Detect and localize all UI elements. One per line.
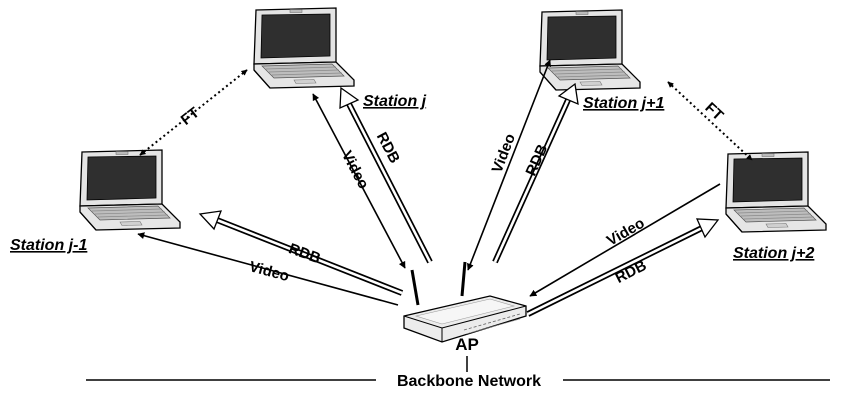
backbone-network-label: Backbone Network [397,373,541,390]
laptop-station-j-icon [253,7,355,89]
laptop-station-j-minus-1-icon [79,149,181,231]
video-link-j-plus-1 [467,59,551,271]
video-link-j-plus-2 [529,183,721,297]
station-j-minus-1-label: Station j-1 [10,237,87,254]
video-j-label: Video [338,148,372,192]
video-link-j [312,93,406,269]
video-j-plus-1-label: Video [489,131,519,175]
video-j-minus-1-label: Video [247,258,291,285]
laptop-station-j-plus-1-icon [539,9,641,91]
station-j-plus-2-label: Station j+2 [733,245,814,262]
ft-right-label: FT [702,99,727,124]
ap-antenna-right [460,261,467,297]
rdb-link-j-plus-2 [526,218,720,317]
video-j-plus-2-label: Video [604,215,648,250]
station-j-plus-1-label: Station j+1 [583,95,664,112]
ap-antenna-left [410,269,420,306]
rdb-link-j [339,86,433,264]
ap-label: AP [455,335,479,354]
rdb-link-j-minus-1 [198,210,404,296]
rdb-j-plus-1-label: RDB [523,142,552,179]
rdb-j-plus-2-label: RDB [613,257,650,287]
laptop-station-j-plus-2-icon [725,151,827,233]
rdb-link-j-plus-1 [492,82,579,264]
rdb-j-minus-1-label: RDB [286,240,323,267]
video-link-j-minus-1 [137,232,399,306]
ft-link-right [667,81,753,161]
station-j-label: Station j [363,93,427,110]
